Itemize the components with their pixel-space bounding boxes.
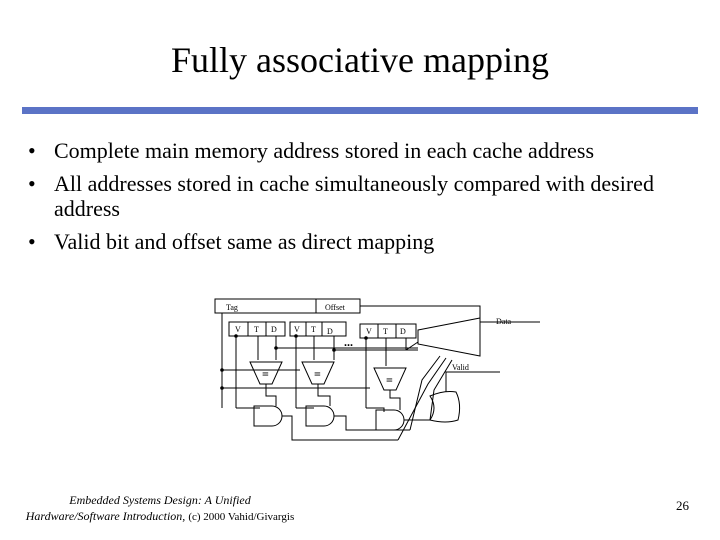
bullet-list: Complete main memory address stored in e… [28, 138, 698, 262]
valid-label: Valid [452, 363, 469, 372]
bullet-item: All addresses stored in cache simultaneo… [28, 171, 698, 221]
entry3-d-label: D [400, 327, 406, 336]
or-gate [429, 391, 461, 423]
entry1-d-label: D [271, 325, 277, 334]
footer-line2-italic: Hardware/Software Introduction, [25, 509, 186, 523]
entry3-t-label: T [383, 327, 388, 336]
footer-line2: Hardware/Software Introduction, (c) 2000… [0, 508, 320, 525]
cache-entry-3 [359, 323, 417, 339]
title-divider [22, 107, 698, 114]
data-label: Data [496, 317, 512, 326]
and-gate-2 [305, 405, 335, 427]
bullet-item: Complete main memory address stored in e… [28, 138, 698, 163]
comparator-2 [301, 361, 335, 385]
page-number: 26 [676, 498, 689, 513]
offset-line [360, 305, 481, 318]
comparator-3-symbol: = [386, 373, 393, 387]
and-gate-3 [375, 409, 405, 431]
entry3-v-label: V [366, 327, 372, 336]
entry1-t-label: T [254, 325, 259, 334]
entry2-v-label: V [294, 325, 300, 334]
footer-credit: Embedded Systems Design: A Unified Hardw… [0, 492, 320, 525]
comparator-1-symbol: = [262, 367, 269, 381]
footer-line2-plain: (c) 2000 Vahid/Givargis [188, 511, 295, 523]
slide-title: Fully associative mapping [171, 40, 549, 80]
cache-entry-1 [228, 321, 286, 337]
ellipsis-label: ... [344, 335, 353, 349]
footer-line1: Embedded Systems Design: A Unified [69, 493, 251, 507]
comparator-1 [249, 361, 283, 385]
entry1-v-label: V [235, 325, 241, 334]
comparator-2-symbol: = [314, 367, 321, 381]
cache-entry-2 [289, 321, 347, 337]
entry2-d-label: D [327, 327, 333, 336]
and-gate-1 [253, 405, 283, 427]
comparator-3 [373, 367, 407, 391]
tag-label: Tag [226, 303, 238, 312]
data-mux [417, 317, 481, 357]
bullet-item: Valid bit and offset same as direct mapp… [28, 229, 698, 254]
offset-label: Offset [325, 303, 346, 312]
entry2-t-label: T [311, 325, 316, 334]
